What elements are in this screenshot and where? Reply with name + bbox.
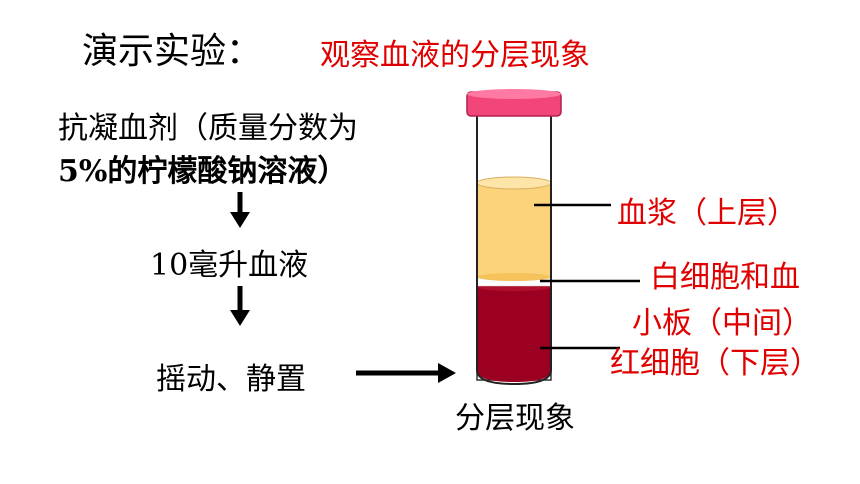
step-2: 10毫升血液 xyxy=(150,248,309,283)
red-cell-label: 红细胞（下层） xyxy=(610,346,820,381)
down-arrow-2 xyxy=(230,286,250,326)
tube-caption: 分层现象 xyxy=(455,401,575,436)
buffy-coat-label-line-2: 小板（中间） xyxy=(632,306,812,341)
test-tube xyxy=(466,89,562,386)
step-1-line-1: 抗凝血剂（质量分数为 xyxy=(58,111,358,146)
buffy-coat-label-line-1: 白细胞和血 xyxy=(650,260,800,295)
down-arrow-1 xyxy=(230,192,250,228)
step-3: 摇动、静置 xyxy=(156,362,306,397)
title-main: 演示实验： xyxy=(82,31,263,72)
right-arrow xyxy=(356,363,456,383)
title-sub: 观察血液的分层现象 xyxy=(320,38,590,73)
step-1-line-2: 5%的柠檬酸钠溶液） xyxy=(58,154,348,189)
plasma-label: 血浆（上层） xyxy=(617,196,797,231)
plasma-layer xyxy=(477,183,551,278)
red-cell-layer xyxy=(477,287,551,382)
